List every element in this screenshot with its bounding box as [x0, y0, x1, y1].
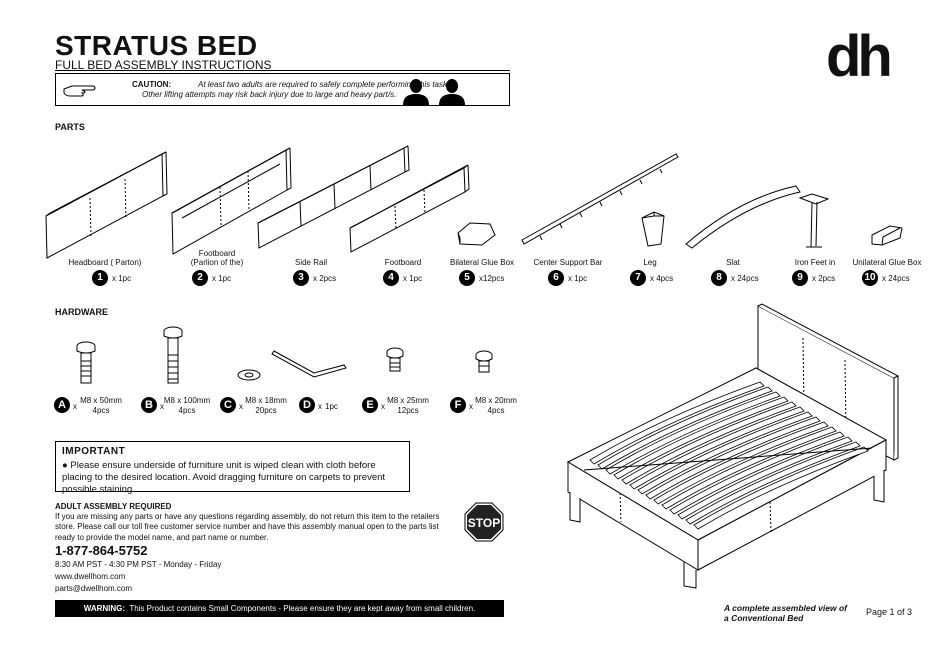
- part-number-7: 7: [630, 270, 646, 286]
- part-qty-4: x 1pc: [403, 274, 423, 283]
- hardware-illustrations: [76, 326, 493, 384]
- warning-bar: WARNING: This Product contains Small Com…: [55, 600, 504, 617]
- part-number-2: 2: [192, 270, 208, 286]
- hardware-letter-f: F: [450, 397, 466, 413]
- side-rail-illustration: [257, 145, 410, 249]
- assembled-view-caption: A complete assembled view of a Conventio…: [724, 603, 847, 624]
- bolt-f-illustration: [475, 350, 493, 373]
- adult-assembly-body: If you are missing any parts or have any…: [55, 512, 440, 542]
- part-qty-1: x 1pc: [112, 274, 132, 283]
- hardware-heading: HARDWARE: [55, 307, 108, 317]
- part-qty-6: x 1pc: [568, 274, 588, 283]
- part-label-1: Headboard ( Parton): [68, 258, 142, 267]
- footboard-frame-illustration: [171, 147, 292, 255]
- hardware-x-f: x: [469, 402, 473, 411]
- washer-c-illustration: [237, 369, 261, 381]
- slat-illustration: [685, 185, 801, 249]
- part-label-5: Bilateral Glue Box: [449, 258, 515, 267]
- bilateral-glue-box-illustration: [457, 222, 496, 246]
- leg-illustration: [641, 211, 665, 247]
- part-label-2: Footboard (Parlion of the): [190, 249, 244, 268]
- caution-box: CAUTION: At least two adults are require…: [55, 73, 510, 106]
- part-number-10: 10: [862, 270, 878, 286]
- allen-key-d-illustration: [271, 350, 347, 378]
- pointing-hand-icon: [63, 85, 96, 97]
- parts-heading: PARTS: [55, 122, 85, 132]
- assembled-bed-illustration: [566, 303, 900, 589]
- hardware-letter-c: C: [220, 397, 236, 413]
- part-qty-10: x 24pcs: [882, 274, 910, 283]
- part-label-8: Slat: [726, 258, 740, 267]
- support-email: parts@dwellhom.com: [55, 584, 133, 593]
- center-support-bar-illustration: [521, 153, 679, 245]
- part-qty-3: x 2pcs: [313, 274, 337, 283]
- adult-assembly-heading: ADULT ASSEMBLY REQUIRED: [55, 502, 172, 511]
- part-number-1: 1: [92, 270, 108, 286]
- hardware-letter-e: E: [362, 397, 378, 413]
- warning-text: This Product contains Small Components -…: [129, 604, 476, 613]
- part-qty-2: x 1pc: [212, 274, 232, 283]
- part-number-9: 9: [792, 270, 808, 286]
- caution-line-1: At least two adults are required to safe…: [198, 80, 450, 89]
- hardware-letter-a: A: [54, 397, 70, 413]
- page-title: STRATUS BED: [55, 30, 258, 61]
- hardware-x-b: x: [160, 402, 164, 411]
- part-qty-7: x 4pcs: [650, 274, 674, 283]
- caution-line-2: Other lifting attempts may risk back inj…: [142, 90, 397, 99]
- important-heading: IMPORTANT: [62, 446, 126, 457]
- hardware-letter-b: B: [141, 397, 157, 413]
- important-body: ● Please ensure underside of furniture u…: [62, 460, 386, 495]
- part-label-4: Footboard: [384, 258, 422, 267]
- support-website: www.dwellhom.com: [55, 572, 126, 581]
- page-subtitle: FULL BED ASSEMBLY INSTRUCTIONS: [55, 58, 272, 72]
- caution-label: CAUTION:: [132, 80, 172, 89]
- headboard-illustration: [45, 151, 168, 259]
- hardware-x-a: x: [73, 402, 77, 411]
- page-number: Page 1 of 3: [866, 607, 913, 617]
- part-label-3: Side Rail: [294, 258, 327, 267]
- hardware-x-c: x: [239, 402, 243, 411]
- part-qty-5: x12pcs: [479, 274, 505, 283]
- part-label-9: Iron Feet in: [794, 258, 836, 267]
- part-label-10: Unilateral Glue Box: [852, 258, 922, 267]
- two-adults-icon: [403, 79, 465, 105]
- support-hours: 8:30 AM PST - 4:30 PM PST - Monday - Fri…: [55, 560, 222, 569]
- part-number-4: 4: [383, 270, 399, 286]
- support-phone: 1-877-864-5752: [55, 543, 148, 558]
- part-qty-9: x 2pcs: [812, 274, 836, 283]
- important-box: IMPORTANT ● Please ensure underside of f…: [55, 441, 410, 495]
- hardware-letter-d: D: [299, 397, 315, 413]
- part-label-6: Center Support Bar: [533, 258, 603, 267]
- hardware-text-d: 1pc: [325, 402, 338, 411]
- part-number-3: 3: [293, 270, 309, 286]
- part-number-5: 5: [459, 270, 475, 286]
- stop-sign-icon: STOP: [464, 502, 504, 542]
- part-label-7: Leg: [643, 258, 657, 267]
- stop-sign-text: STOP: [468, 516, 500, 530]
- hardware-x-d: x: [318, 402, 322, 411]
- iron-feet-illustration: [798, 193, 830, 248]
- bolt-b-illustration: [163, 326, 183, 384]
- parts-illustrations: [45, 145, 903, 259]
- footboard-illustration: [349, 164, 470, 253]
- bolt-a-illustration: [76, 341, 96, 384]
- part-number-6: 6: [548, 270, 564, 286]
- warning-label: WARNING:: [83, 604, 126, 613]
- unilateral-glue-box-illustration: [871, 225, 903, 246]
- part-number-8: 8: [711, 270, 727, 286]
- hardware-x-e: x: [381, 402, 385, 411]
- title-rule: [55, 70, 510, 71]
- bolt-e-illustration: [386, 347, 404, 372]
- part-qty-8: x 24pcs: [731, 274, 759, 283]
- brand-logo: dh: [826, 24, 893, 89]
